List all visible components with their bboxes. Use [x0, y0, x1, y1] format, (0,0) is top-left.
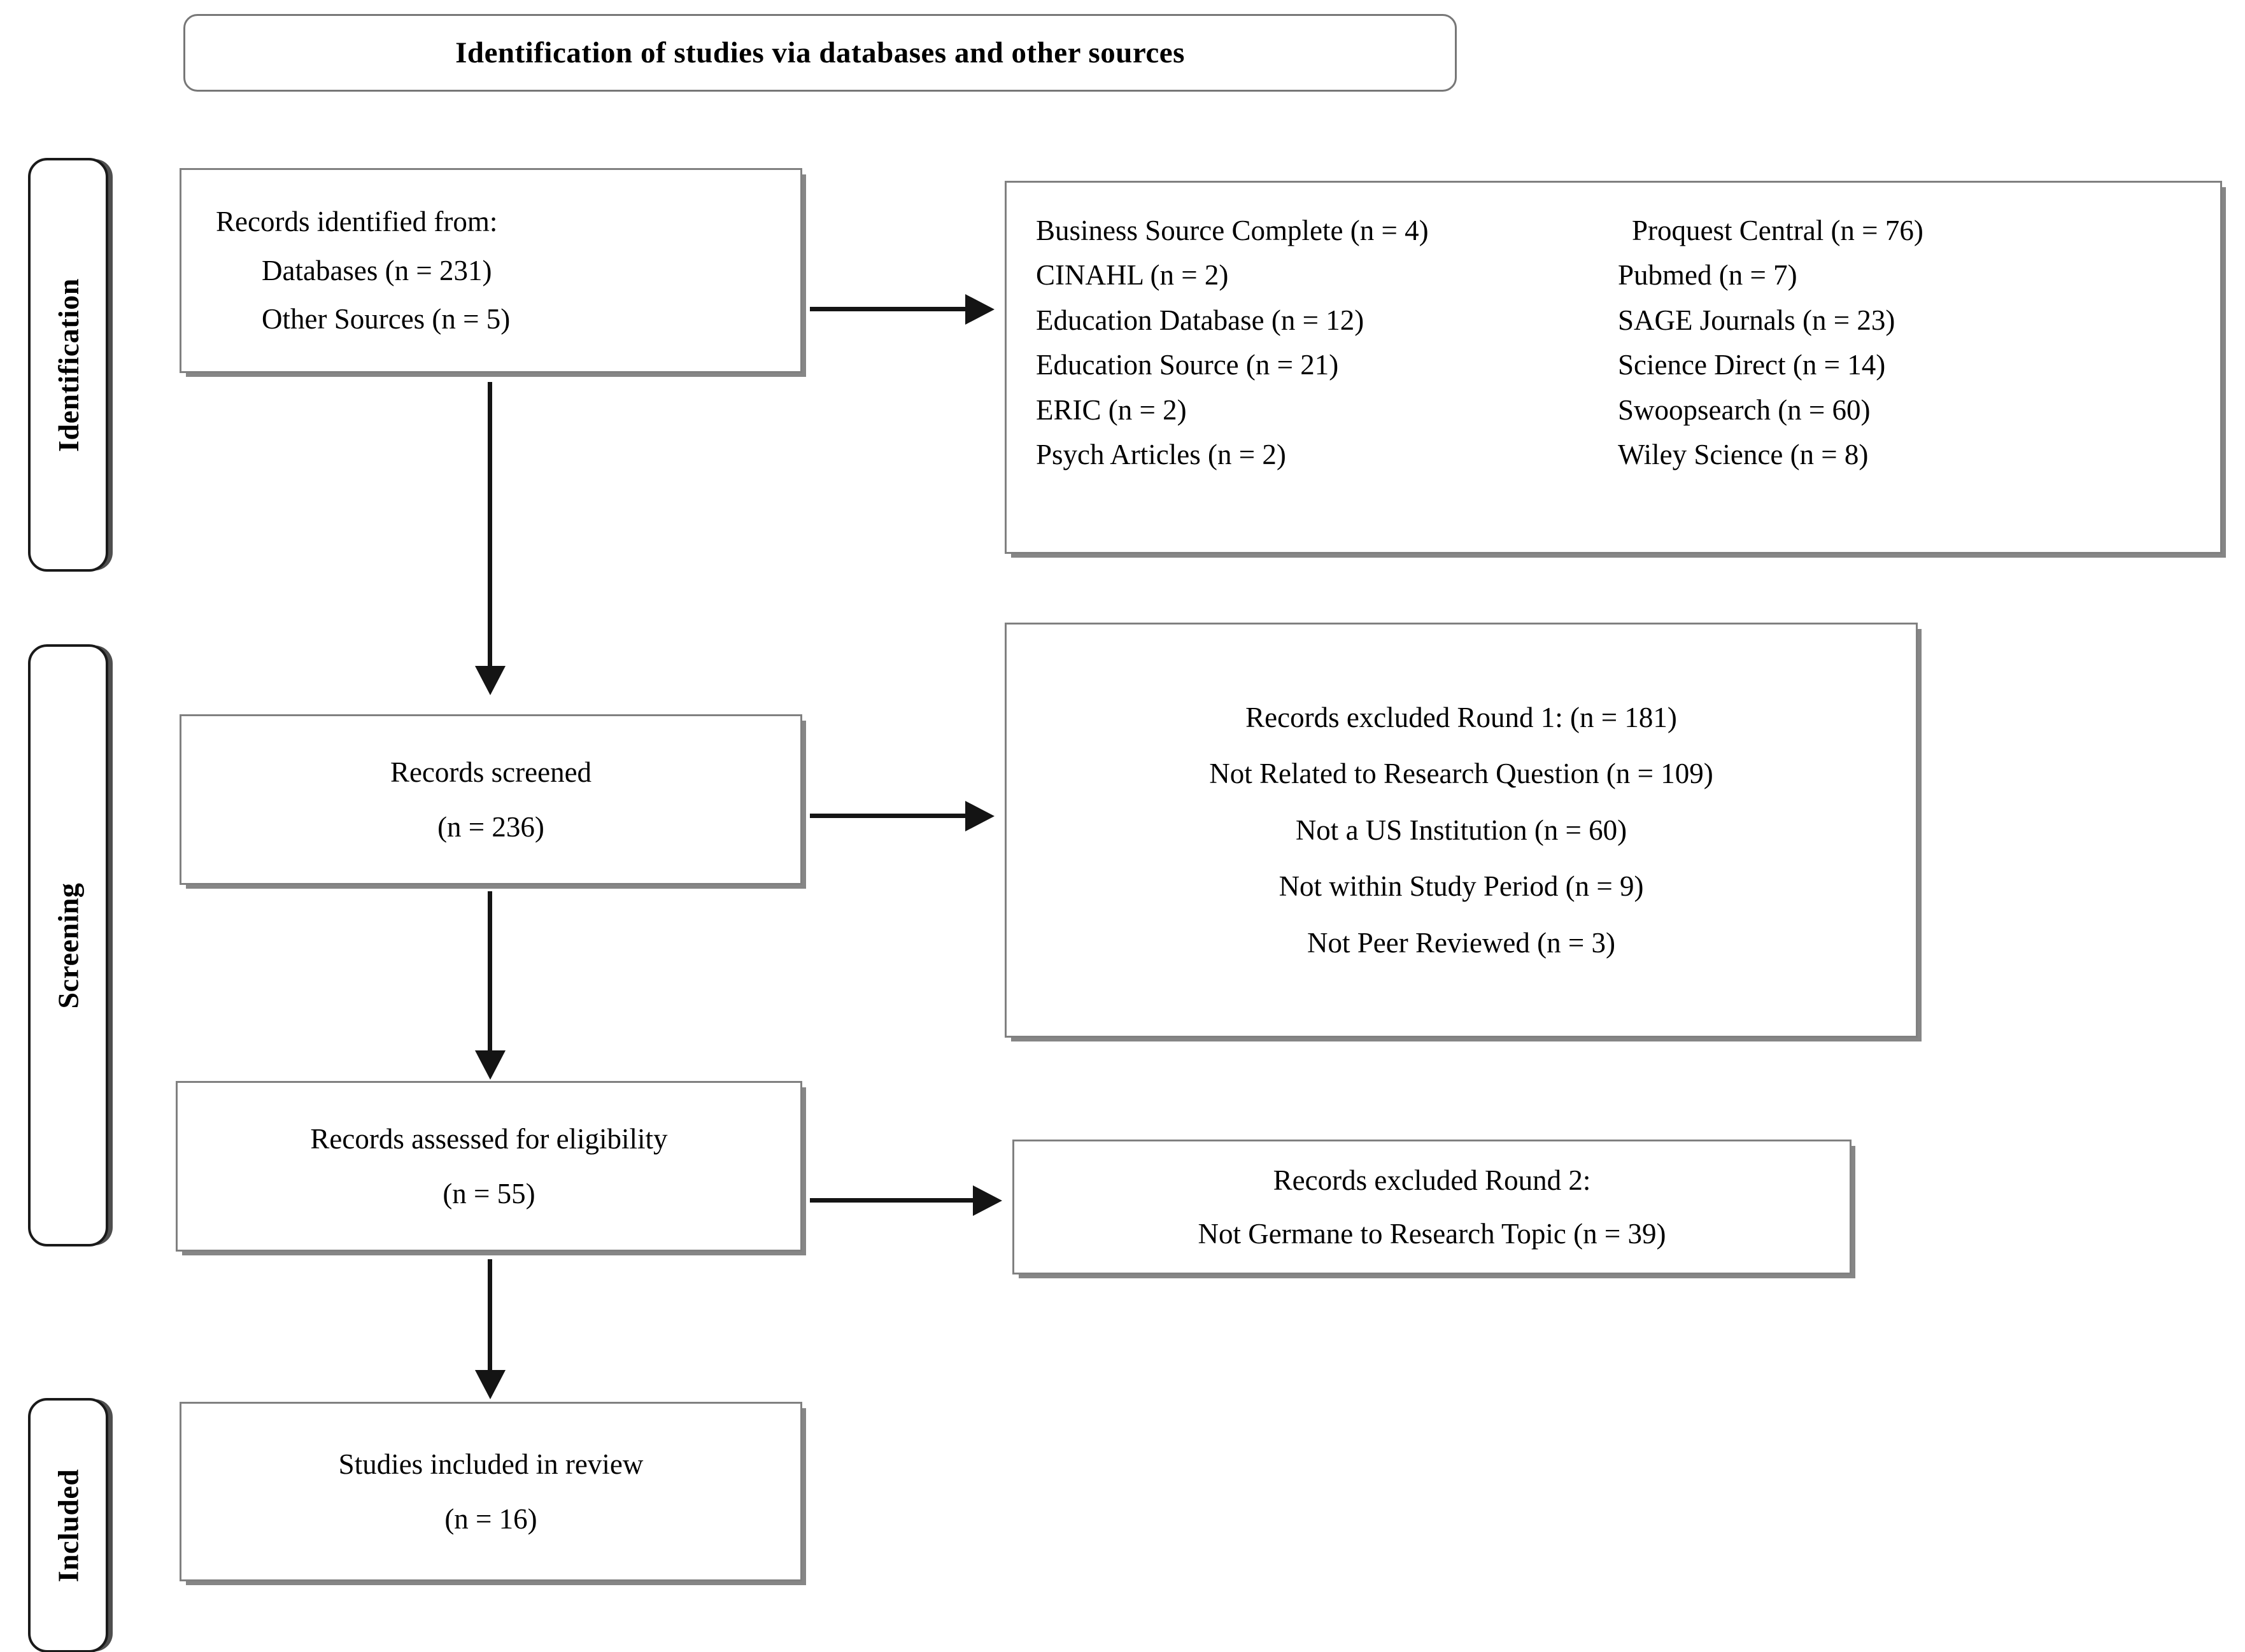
database-entry: CINAHL (n = 2) [1036, 259, 1229, 292]
box-records-identified: Records identified from: Databases (n = … [180, 168, 802, 373]
database-entry: SAGE Journals (n = 23) [1618, 304, 1895, 336]
excluded-round-1-title: Records excluded Round 1: (n = 181) [1245, 702, 1677, 734]
arrow-assessed-to-included [488, 1259, 492, 1373]
diagram-header-banner: Identification of studies via databases … [183, 14, 1457, 92]
excluded-round-1-reason: Not Related to Research Question (n = 10… [1209, 758, 1713, 790]
page-title: Identification of studies via databases … [455, 36, 1185, 69]
box-database-list: Business Source Complete (n = 4) CINAHL … [1005, 181, 2222, 554]
arrow-identified-to-databases-head [965, 294, 995, 325]
records-identified-item-other-sources: Other Sources (n = 5) [262, 303, 511, 335]
records-assessed-title: Records assessed for eligibility [310, 1122, 668, 1155]
arrow-identified-to-databases [810, 307, 969, 311]
arrow-screened-to-excluded-1-head [965, 801, 995, 831]
excluded-round-2-title: Records excluded Round 2: [1273, 1164, 1591, 1196]
arrow-screened-to-assessed [488, 891, 492, 1053]
database-entry: Education Database (n = 12) [1036, 304, 1364, 336]
database-entry: Education Source (n = 21) [1036, 349, 1339, 381]
box-excluded-round-2: Records excluded Round 2: Not Germane to… [1012, 1140, 1852, 1274]
stage-label-screening: Screening [52, 882, 85, 1008]
database-entry: ERIC (n = 2) [1036, 393, 1187, 426]
arrow-screened-to-assessed-head [475, 1050, 506, 1080]
studies-included-title: Studies included in review [338, 1448, 644, 1480]
database-entry: Swoopsearch (n = 60) [1618, 393, 1871, 426]
database-entry: Business Source Complete (n = 4) [1036, 215, 1429, 246]
stage-label-included: Included [52, 1469, 85, 1582]
stage-rail-included: Included [28, 1398, 108, 1652]
database-entry: Psych Articles (n = 2) [1036, 438, 1286, 470]
box-records-assessed: Records assessed for eligibility (n = 55… [176, 1081, 802, 1252]
excluded-round-1-reason: Not a US Institution (n = 60) [1295, 814, 1627, 846]
stage-rail-screening: Screening [28, 644, 108, 1246]
box-records-screened: Records screened (n = 236) [180, 714, 802, 885]
arrow-identified-to-screened [488, 382, 492, 668]
database-entry: Science Direct (n = 14) [1618, 349, 1886, 381]
studies-included-count: (n = 16) [444, 1503, 537, 1535]
database-entry: Proquest Central (n = 76) [1632, 215, 1923, 246]
excluded-round-2-reason: Not Germane to Research Topic (n = 39) [1198, 1218, 1666, 1250]
box-excluded-round-1: Records excluded Round 1: (n = 181) Not … [1005, 623, 1918, 1038]
records-screened-title: Records screened [390, 756, 592, 788]
arrow-assessed-to-included-head [475, 1370, 506, 1399]
excluded-round-1-reason: Not Peer Reviewed (n = 3) [1307, 926, 1615, 959]
records-screened-count: (n = 236) [437, 811, 544, 843]
arrow-screened-to-excluded-1 [810, 814, 969, 818]
database-list-right-column: Proquest Central (n = 76) Pubmed (n = 7)… [1599, 208, 2172, 477]
stage-rail-identification: Identification [28, 158, 108, 572]
records-assessed-count: (n = 55) [443, 1178, 535, 1210]
arrow-assessed-to-excluded-2-head [973, 1185, 1002, 1216]
database-entry: Pubmed (n = 7) [1618, 259, 1797, 292]
database-list-left-column: Business Source Complete (n = 4) CINAHL … [1007, 208, 1599, 477]
database-entry: Wiley Science (n = 8) [1618, 438, 1869, 470]
records-identified-title: Records identified from: [216, 206, 498, 238]
arrow-identified-to-screened-head [475, 666, 506, 695]
box-studies-included: Studies included in review (n = 16) [180, 1402, 802, 1581]
excluded-round-1-reason: Not within Study Period (n = 9) [1278, 870, 1644, 903]
stage-label-identification: Identification [52, 278, 85, 452]
records-identified-item-databases: Databases (n = 231) [262, 254, 492, 286]
arrow-assessed-to-excluded-2 [810, 1198, 977, 1203]
